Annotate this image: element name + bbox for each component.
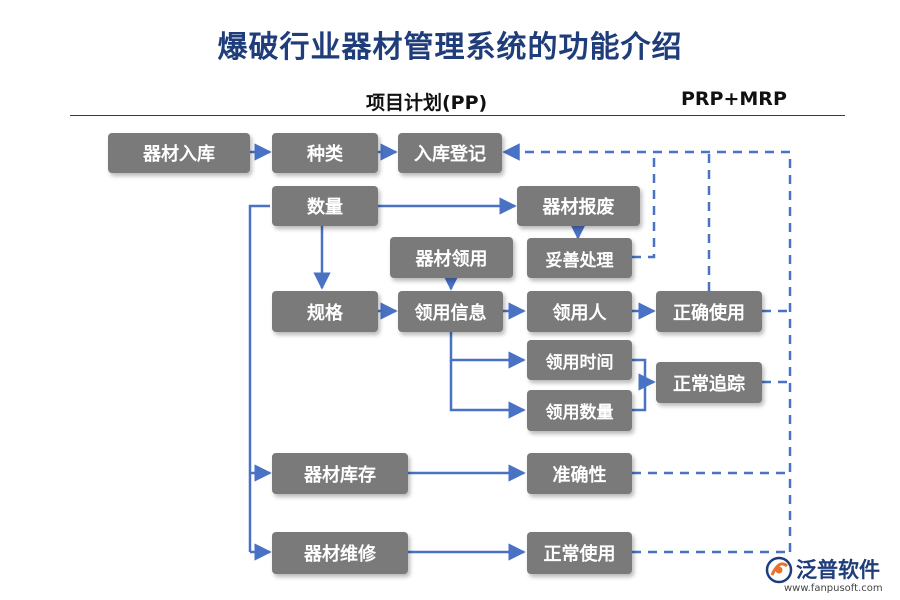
node-correct-use: 正确使用: [656, 291, 762, 332]
brand-logo-icon: [765, 556, 793, 584]
edge-time-to-tracking: [632, 358, 647, 412]
header-pp: 项目计划(PP): [366, 92, 488, 114]
brand-name: 泛普软件: [796, 558, 880, 582]
header-divider: [70, 115, 845, 116]
node-requisition-quantity: 领用数量: [527, 390, 632, 431]
dashed-disposal-up: [632, 152, 656, 259]
node-normal-tracking: 正常追踪: [656, 362, 762, 403]
node-category: 种类: [272, 133, 378, 173]
brand-url: www.fanpusoft.com: [784, 583, 883, 594]
edge-info-to-time: [449, 331, 526, 369]
node-equipment-requisition: 器材领用: [390, 237, 513, 278]
node-scrap: 器材报废: [517, 186, 640, 226]
node-normal-use: 正常使用: [527, 532, 632, 574]
node-requisition-info: 领用信息: [398, 291, 503, 332]
node-registration: 入库登记: [398, 133, 502, 173]
node-accuracy: 准确性: [527, 453, 632, 494]
node-quantity: 数量: [272, 186, 378, 226]
edge-info-to-req-quantity: [449, 360, 526, 419]
node-proper-disposal: 妥善处理: [527, 238, 632, 278]
brand-logo: 泛普软件 www.fanpusoft.com: [764, 551, 894, 599]
node-specification: 规格: [272, 291, 378, 332]
node-inventory: 器材库存: [272, 453, 408, 494]
node-requisition-time: 领用时间: [527, 340, 632, 380]
page-title: 爆破行业器材管理系统的功能介绍: [217, 30, 683, 65]
node-recipient: 领用人: [527, 291, 632, 332]
header-mrp: PRP+MRP: [681, 88, 787, 110]
dashed-return-bus: [502, 143, 792, 552]
node-maintenance: 器材维修: [272, 532, 408, 574]
node-equipment-in: 器材入库: [108, 133, 250, 173]
edge-trunk: [248, 204, 270, 552]
